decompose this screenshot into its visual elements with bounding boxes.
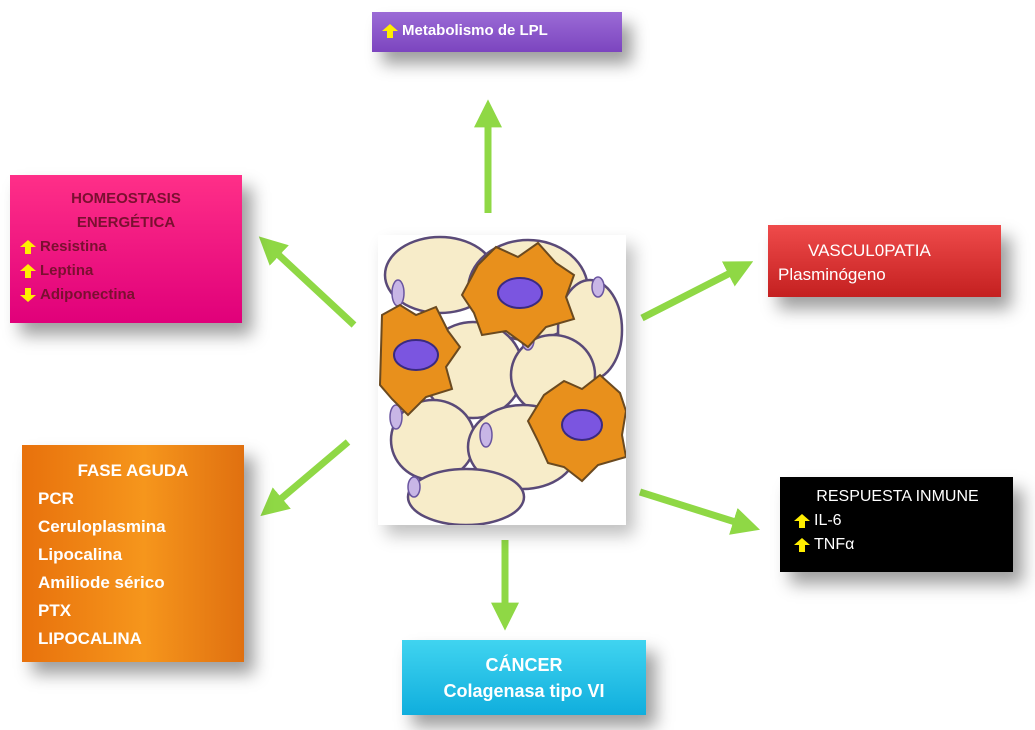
acute-phase-item: PCR — [38, 489, 74, 508]
arrow-to-homeostasis — [258, 236, 357, 328]
adipocyte-tissue-illustration — [378, 235, 628, 527]
acute-phase-item: PTX — [38, 601, 72, 620]
adipocyte-nucleus — [479, 422, 493, 448]
immune-item-text: IL-6 — [814, 512, 842, 529]
up-arrow-icon — [794, 514, 810, 528]
macrophage-nucleus — [393, 339, 439, 371]
homeostasis-item-text: Leptina — [40, 262, 94, 279]
homeostasis-item: Resistina — [20, 235, 232, 259]
homeostasis-item-text: Adiponectina — [40, 286, 136, 303]
homeostasis-item-text: Resistina — [40, 238, 107, 255]
homeostasis-title-line2: ENERGÉTICA — [76, 214, 176, 231]
macrophage-nucleus — [497, 277, 543, 309]
acute-phase-box: FASE AGUDA PCR Ceruloplasmina Lipocalina… — [22, 445, 244, 662]
acute-phase-item: LIPOCALINA — [38, 629, 142, 648]
immune-item: TNFα — [794, 533, 1001, 557]
homeostasis-item: Adiponectina — [20, 283, 232, 307]
up-arrow-icon — [794, 538, 810, 552]
vasculopathy-box: VASCUL0PATIA Plasminógeno — [768, 225, 1001, 297]
cancer-item: Colagenasa tipo VI — [443, 681, 605, 701]
arrow-to-immune — [638, 488, 761, 535]
lpl-item: Metabolismo de LPL — [382, 19, 612, 43]
up-arrow-icon — [20, 240, 36, 254]
acute-phase-item: Lipocalina — [38, 545, 123, 564]
adipocyte-nucleus — [407, 476, 421, 498]
vasculopathy-item: Plasminógeno — [778, 265, 886, 284]
immune-response-box: RESPUESTA INMUNE IL-6 TNFα — [780, 477, 1013, 572]
up-arrow-icon — [382, 24, 398, 38]
arrow-to-acute-phase — [260, 439, 351, 517]
adipocyte-nucleus — [389, 404, 403, 430]
cancer-title: CÁNCER — [485, 655, 563, 675]
immune-item: IL-6 — [794, 509, 1001, 533]
homeostasis-title-line1: HOMEOSTASIS — [71, 190, 181, 207]
adipocyte-nucleus — [591, 276, 605, 298]
acute-phase-item: Amiliode sérico — [38, 573, 165, 592]
lpl-metabolism-box: Metabolismo de LPL — [372, 12, 622, 52]
acute-phase-item: Ceruloplasmina — [38, 517, 166, 536]
immune-title: RESPUESTA INMUNE — [816, 488, 979, 505]
adipocyte — [406, 467, 526, 527]
homeostasis-item: Leptina — [20, 259, 232, 283]
cancer-box: CÁNCER Colagenasa tipo VI — [402, 640, 646, 715]
adipocyte-cells-drawing — [378, 235, 628, 527]
macrophage-nucleus — [561, 409, 603, 441]
acute-phase-title: FASE AGUDA — [77, 461, 189, 480]
lpl-item-text: Metabolismo de LPL — [402, 22, 548, 39]
arrow-to-vasculopathy — [640, 261, 754, 322]
up-arrow-icon — [20, 264, 36, 278]
adipocyte-nucleus — [391, 279, 405, 307]
immune-item-text: TNFα — [814, 536, 855, 553]
down-arrow-icon — [20, 288, 36, 302]
energy-homeostasis-box: HOMEOSTASIS ENERGÉTICA Resistina Leptina… — [10, 175, 242, 323]
vasculopathy-title: VASCUL0PATIA — [808, 241, 931, 260]
